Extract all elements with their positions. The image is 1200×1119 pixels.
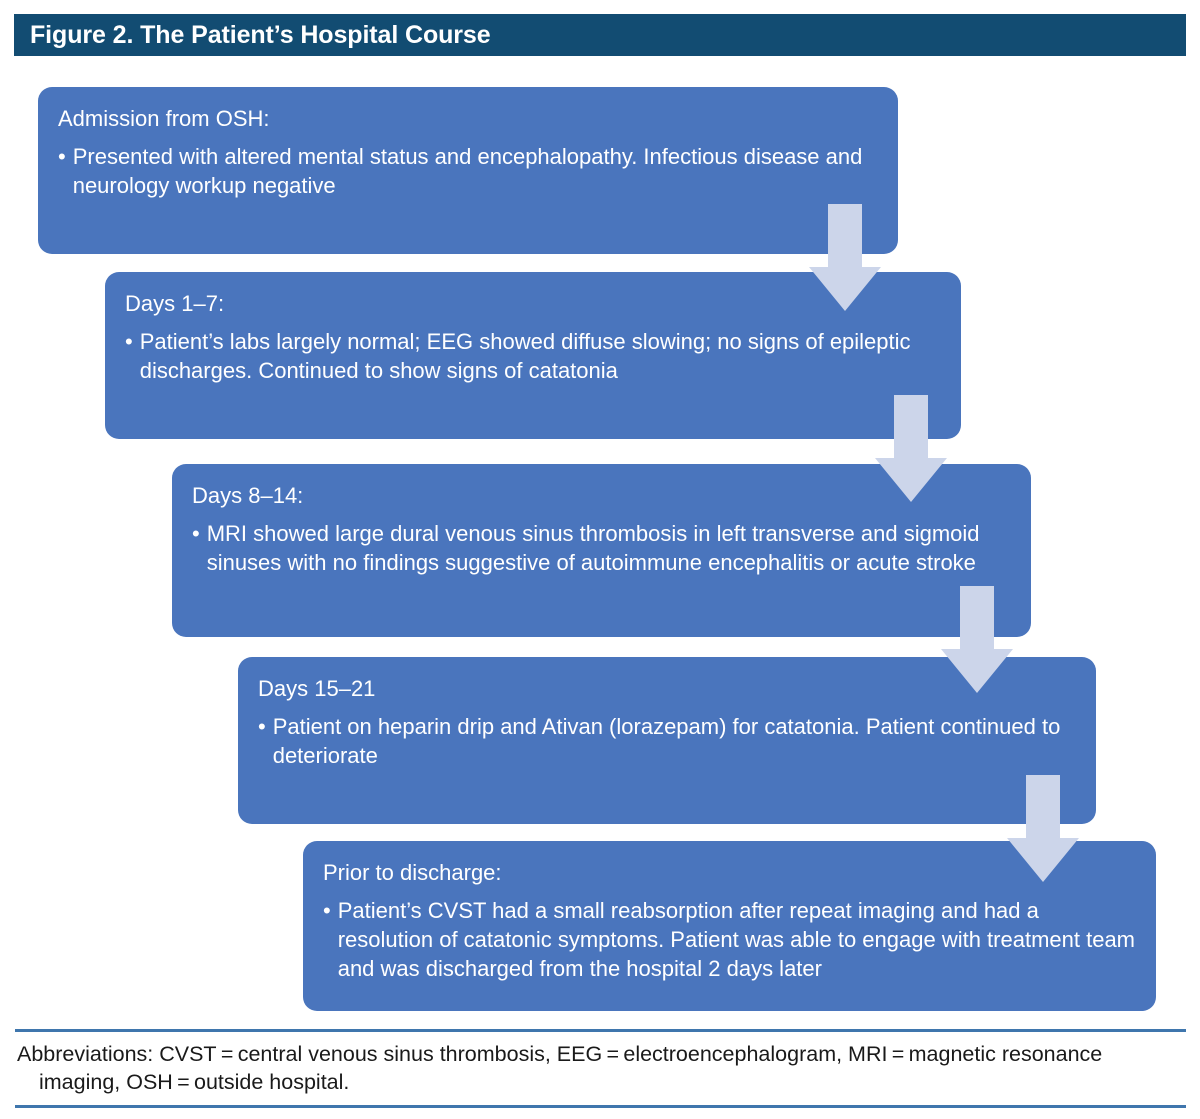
- abbreviations-footnote: Abbreviations: CVST = central venous sin…: [15, 1029, 1186, 1108]
- footnote-top-rule: [15, 1029, 1186, 1032]
- flow-step-heading: Days 8–14:: [192, 483, 304, 508]
- flow-step-body: Presented with altered mental status and…: [72, 143, 863, 198]
- flow-step-bullet-row: • Presented with altered mental status a…: [58, 142, 878, 200]
- footnote-bottom-rule: [15, 1104, 1186, 1108]
- footnote-line-1: Abbreviations: CVST = central venous sin…: [17, 1042, 1103, 1066]
- flow-step-heading: Prior to discharge:: [323, 860, 502, 885]
- flow-step-body: Patient on heparin drip and Ativan (lora…: [272, 713, 1061, 768]
- bullet-point-icon: •: [323, 897, 331, 923]
- flow-step-bullet-row: • Patient’s labs largely normal; EEG sho…: [125, 327, 941, 385]
- flow-step-prior-to-discharge: Prior to discharge: • Patient’s CVST had…: [303, 841, 1156, 1011]
- flow-step-bullet-row: • Patient on heparin drip and Ativan (lo…: [258, 712, 1076, 770]
- flow-step-body: MRI showed large dural venous sinus thro…: [206, 520, 980, 575]
- flow-step-body: Patient’s labs largely normal; EEG showe…: [139, 328, 911, 383]
- flow-step-days-1-7: Days 1–7: • Patient’s labs largely norma…: [105, 272, 961, 439]
- flow-step-heading: Days 1–7:: [125, 291, 225, 316]
- flow-step-bullet-row: • MRI showed large dural venous sinus th…: [192, 519, 1011, 577]
- footnote-line-2: imaging, OSH = outside hospital.: [39, 1069, 350, 1094]
- bullet-point-icon: •: [192, 520, 200, 546]
- flow-step-admission: Admission from OSH: • Presented with alt…: [38, 87, 898, 254]
- figure-title: Figure 2. The Patient’s Hospital Course: [30, 20, 491, 49]
- flow-step-days-8-14: Days 8–14: • MRI showed large dural veno…: [172, 464, 1031, 637]
- flow-step-bullet-row: • Patient’s CVST had a small reabsorptio…: [323, 896, 1136, 983]
- bullet-point-icon: •: [125, 328, 133, 354]
- bullet-point-icon: •: [58, 143, 66, 169]
- flow-step-heading: Days 15–21: [258, 676, 376, 701]
- flow-step-days-15-21: Days 15–21 • Patient on heparin drip and…: [238, 657, 1096, 824]
- flow-step-heading: Admission from OSH:: [58, 106, 270, 131]
- footnote-text: Abbreviations: CVST = central venous sin…: [15, 1032, 1186, 1105]
- bullet-point-icon: •: [258, 713, 266, 739]
- flow-step-body: Patient’s CVST had a small reabsorption …: [337, 897, 1136, 981]
- figure-title-bar: Figure 2. The Patient’s Hospital Course: [14, 14, 1186, 56]
